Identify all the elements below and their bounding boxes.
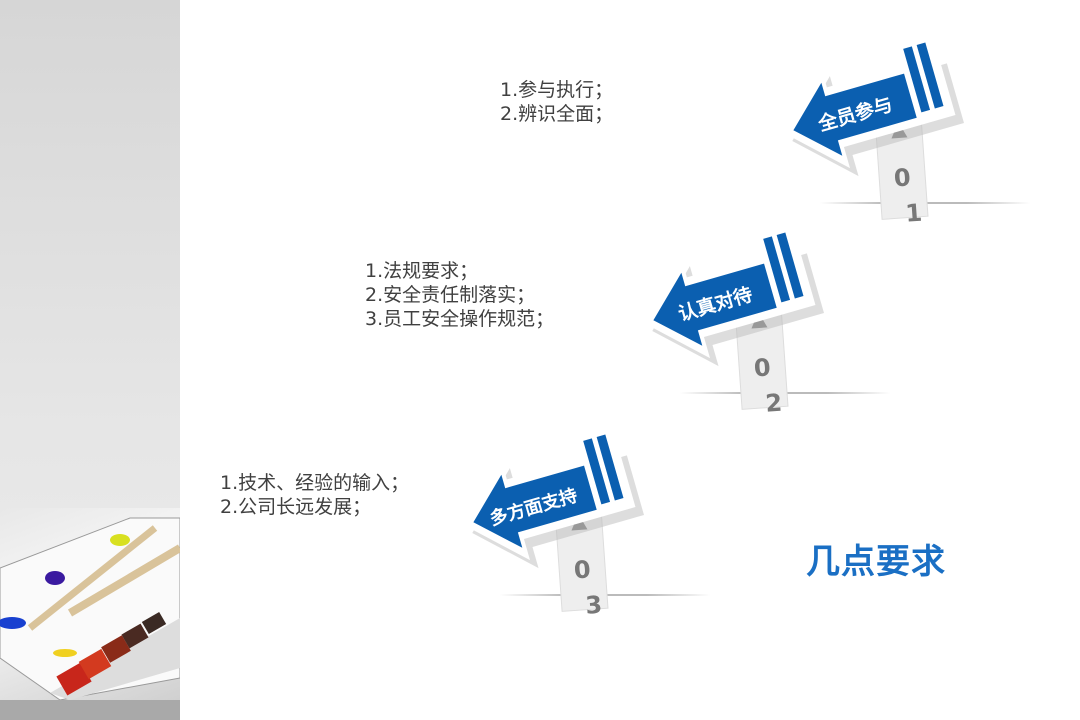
digit: 0 [893,163,912,192]
step-sign-1: 0 1 全员参与 [783,42,964,228]
digit: 3 [584,591,603,620]
digit: 0 [573,555,592,584]
digit: 2 [764,389,783,418]
item: 1.参与执行； [500,79,614,101]
bottom-strip [0,700,180,720]
step-sign-2: 0 2 认真对待 [643,232,824,418]
item: 1.法规要求； [365,260,479,282]
slide-title: 几点要求 [806,542,946,582]
item: 2.安全责任制落实； [365,284,536,306]
watercolor-palette-image [0,508,180,700]
step-1-items: 1.参与执行； 2.辨识全面； [500,78,613,126]
item: 2.辨识全面； [500,103,614,125]
digit: 0 [753,353,772,382]
step-3-items: 1.技术、经验的输入； 2.公司长远发展； [220,471,409,519]
digit: 1 [904,199,923,228]
item: 3.员工安全操作规范； [365,308,555,330]
step-2-items: 1.法规要求； 2.安全责任制落实； 3.员工安全操作规范； [365,259,554,331]
step-sign-3: 0 3 多方面支持 [463,434,644,620]
item: 2.公司长远发展； [220,496,372,518]
item: 1.技术、经验的输入； [220,472,410,494]
